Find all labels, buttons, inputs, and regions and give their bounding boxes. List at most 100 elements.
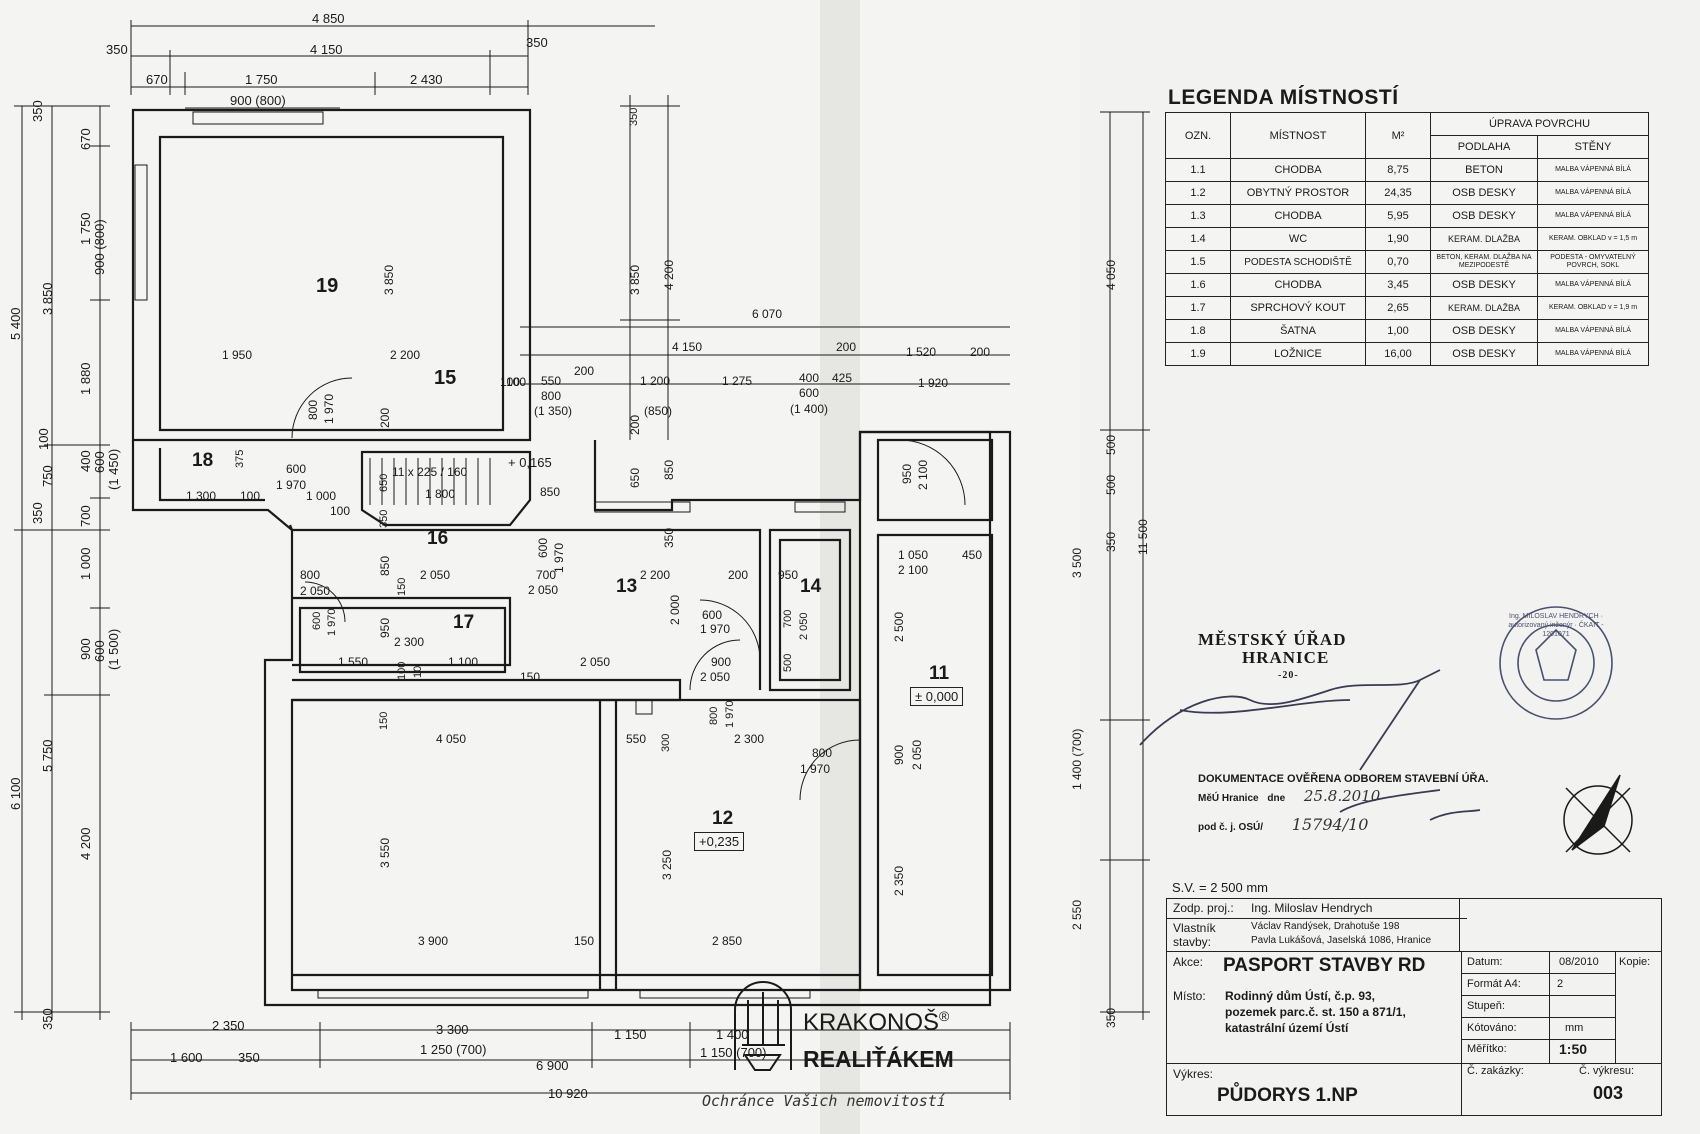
dim-bottom-350: 350 — [238, 1050, 260, 1065]
stamp-line-2: HRANICE — [1242, 648, 1330, 667]
legend-header-steny: STĚNY — [1537, 135, 1649, 159]
dim-in-24: 800 — [300, 568, 321, 582]
dim-right-2550: 2 550 — [1070, 899, 1084, 930]
dim-in-42: 2 050 — [700, 670, 731, 684]
legend-ozn: 1.4 — [1165, 227, 1231, 251]
dim-in-93: 2 100 — [898, 563, 929, 577]
brand-line-2: REALIŤÁKEM — [803, 1046, 954, 1072]
dim-in-35: 1 550 — [338, 655, 369, 669]
dim-left-900: 900 (800) — [92, 219, 107, 275]
dim-in-18: 850 — [540, 485, 561, 499]
legend-m2: 8,75 — [1365, 158, 1431, 182]
dim-in-94: 2 500 — [892, 611, 906, 642]
legend-podlaha: OSB DESKY — [1430, 204, 1538, 228]
krakonos-logo-icon — [734, 981, 792, 1071]
dim-in-74: 400 — [799, 371, 820, 385]
brand-name: KRAKONOŠ® — [803, 1008, 949, 1037]
dim-in-90: 2 100 — [916, 459, 930, 490]
legend-podlaha: KERAM. DLAŽBA — [1430, 227, 1538, 251]
legend-ozn: 1.1 — [1165, 158, 1231, 182]
dim-bottom-1150-700: 1 150 (700) — [700, 1045, 767, 1060]
dim-in-22: 700 — [536, 568, 557, 582]
dim-left-5750: 5 750 — [40, 739, 55, 772]
tb-kotovano-value: mm — [1565, 1022, 1584, 1034]
dim-top-4150: 4 150 — [310, 42, 343, 57]
dim-in-25: 2 050 — [300, 584, 331, 598]
dim-in-81: 200 — [836, 340, 857, 354]
dim-in-55: 300 — [660, 733, 672, 752]
dim-in-43: 600 — [311, 611, 323, 630]
legend-header-m2: M² — [1365, 112, 1431, 159]
signature-icon — [1139, 669, 1481, 821]
legend-steny: KERAM. OBKLAD v = 1,5 m — [1537, 227, 1649, 251]
dim-top-900: 900 (800) — [230, 93, 286, 108]
legend-podlaha: OSB DESKY — [1430, 319, 1538, 343]
dim-in-27: 2 050 — [420, 568, 451, 582]
dim-in-61: 3 900 — [418, 934, 449, 948]
dim-in-1: 1 950 — [222, 348, 253, 362]
dim-in-17: + 0,165 — [508, 455, 552, 470]
dim-top-2430: 2 430 — [410, 72, 443, 87]
dim-in-30: 600 — [702, 608, 723, 622]
dim-left-600: 600 — [92, 451, 107, 473]
dim-bottom-1600: 1 600 — [170, 1050, 203, 1065]
dim-left-4200: 4 200 — [78, 827, 93, 860]
legend-mistnost: CHODBA — [1230, 273, 1366, 297]
legend-ozn: 1.3 — [1165, 204, 1231, 228]
dim-in-52: 150 — [378, 711, 390, 730]
verification-ref-number: 15794/10 — [1291, 815, 1369, 834]
dim-left-670: 670 — [78, 128, 93, 150]
dim-bottom-10920: 10 920 — [548, 1086, 588, 1101]
dim-left-1000: 1 000 — [78, 547, 93, 580]
legend-table: OZN. MÍSTNOST M² ÚPRAVA POVRCHU PODLAHA … — [1165, 112, 1649, 366]
dim-in-5: 1 970 — [322, 393, 336, 424]
sv-level: S.V. = 2 500 mm — [1172, 880, 1268, 895]
dim-in-23: 2 050 — [528, 583, 559, 597]
legend-ozn: 1.6 — [1165, 273, 1231, 297]
dim-bottom-3300: 3 300 — [436, 1022, 469, 1037]
dim-in-63: 2 850 — [712, 934, 743, 948]
dim-left-1750: 1 750 — [78, 212, 93, 245]
legend-m2: 3,45 — [1365, 273, 1431, 297]
dim-left-600b: 600 — [92, 640, 107, 662]
tb-cvykresu-value: 003 — [1593, 1083, 1624, 1103]
dim-in-67: 550 — [541, 374, 562, 388]
legend-mistnost: PODESTA SCHODIŠTĚ — [1230, 250, 1366, 274]
dim-in-72: (850) — [644, 404, 673, 418]
dim-in-91: 1 050 — [898, 548, 929, 562]
room-14-label: 14 — [800, 576, 822, 597]
legend-mistnost: SPRCHOVÝ KOUT — [1230, 296, 1366, 320]
dim-in-82: 1 520 — [906, 345, 937, 359]
room-15-label: 15 — [434, 367, 457, 389]
tb-akce-value: PASPORT STAVBY RD — [1223, 955, 1426, 976]
dim-in-31: 1 970 — [700, 622, 731, 636]
dim-in-11: 100 — [240, 489, 261, 503]
dim-bottom-1400: 1 400 — [716, 1027, 749, 1042]
dim-in-80: 4 150 — [672, 340, 703, 354]
dim-in-10: 1 300 — [186, 489, 217, 503]
dim-in-26: 850 — [378, 555, 392, 576]
legend-mistnost: WC — [1230, 227, 1366, 251]
room-16-label: 16 — [427, 528, 449, 549]
verification-dne: dne — [1267, 793, 1286, 804]
dimension-lines — [14, 20, 1150, 1100]
dim-in-75: 425 — [832, 371, 853, 385]
room-13-label: 13 — [616, 576, 638, 597]
dim-in-89: 950 — [900, 463, 914, 484]
tb-stupen-label: Stupeň: — [1467, 1000, 1505, 1012]
title-block: Zodp. proj.: Ing. Miloslav Hendrych Vlas… — [1166, 898, 1662, 1116]
legend-m2: 5,95 — [1365, 204, 1431, 228]
room-12-label: 12 — [712, 808, 734, 829]
tb-zodp-label: Zodp. proj.: — [1173, 901, 1234, 915]
dim-in-41: 900 — [711, 655, 732, 669]
dim-in-64: 3 850 — [628, 264, 642, 295]
dim-left-350b: 350 — [30, 502, 45, 524]
legend-podlaha: OSB DESKY — [1430, 342, 1538, 366]
dim-in-95: 900 — [892, 744, 906, 765]
verification-block: DOKUMENTACE OVĚŘENA ODBOREM STAVEBNÍ ÚŘA… — [1198, 773, 1489, 834]
dim-in-49: 500 — [782, 653, 794, 672]
dim-in-7: 375 — [234, 449, 246, 468]
